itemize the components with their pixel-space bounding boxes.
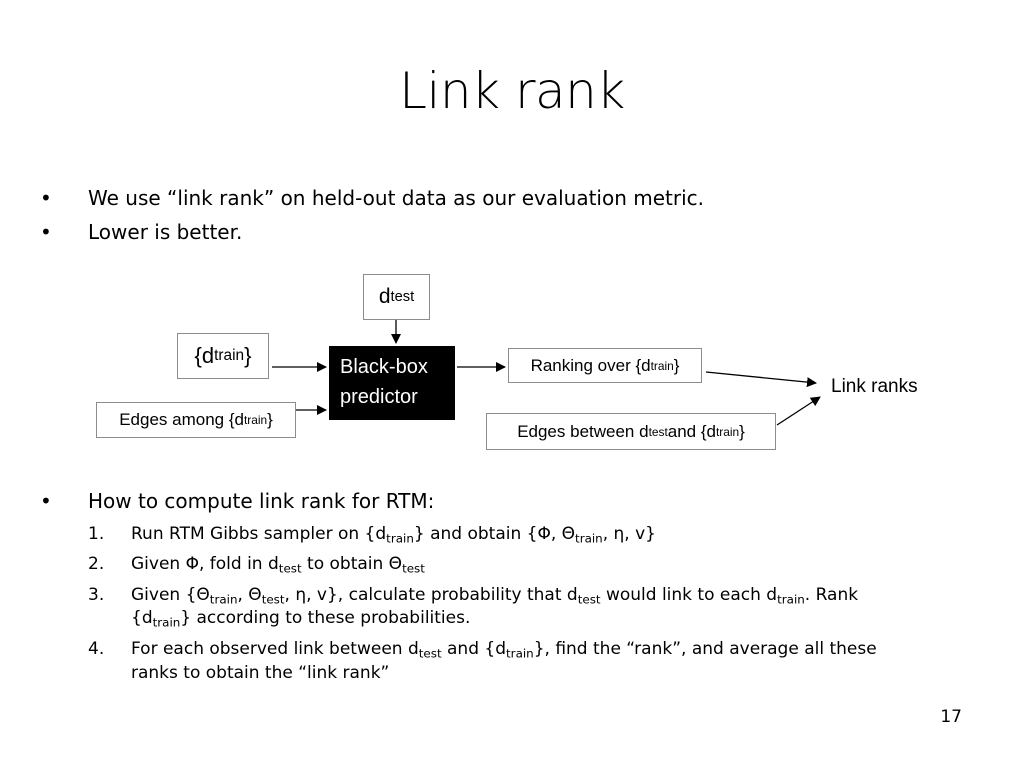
bullet-marker: • <box>40 220 52 244</box>
step-number: 2. <box>88 554 105 574</box>
step-number: 3. <box>88 585 105 605</box>
step-1: Run RTM Gibbs sampler on {dtrain} and ob… <box>131 524 656 546</box>
arrow-ranking-to-linkranks <box>705 371 817 388</box>
d-test-label: d <box>378 285 391 308</box>
slide-title: Link rank <box>399 62 625 120</box>
bullet-2: Lower is better. <box>88 220 243 244</box>
page-number: 17 <box>940 707 962 727</box>
arrow-edgesbetween-to-linkranks <box>776 396 821 426</box>
step-4-line-1: For each observed link between dtest and… <box>131 639 877 661</box>
black-box-predictor: Black-box predictor <box>329 346 455 420</box>
step-3-line-2: {dtrain} according to these probabilitie… <box>131 608 471 630</box>
bullet-marker: • <box>40 489 52 513</box>
bullet-3: How to compute link rank for RTM: <box>88 489 435 513</box>
step-3-line-1: Given {Θtrain, Θtest, η, v}, calculate p… <box>131 585 859 607</box>
link-ranks-label: Link ranks <box>831 376 918 397</box>
step-4-line-2: ranks to obtain the “link rank” <box>131 663 390 683</box>
step-2: Given Φ, fold in dtest to obtain Θtest <box>131 554 425 576</box>
step-number: 4. <box>88 639 105 659</box>
bullet-marker: • <box>40 186 52 210</box>
bullet-1: We use “link rank” on held-out data as o… <box>88 186 705 210</box>
step-number: 1. <box>88 524 105 544</box>
